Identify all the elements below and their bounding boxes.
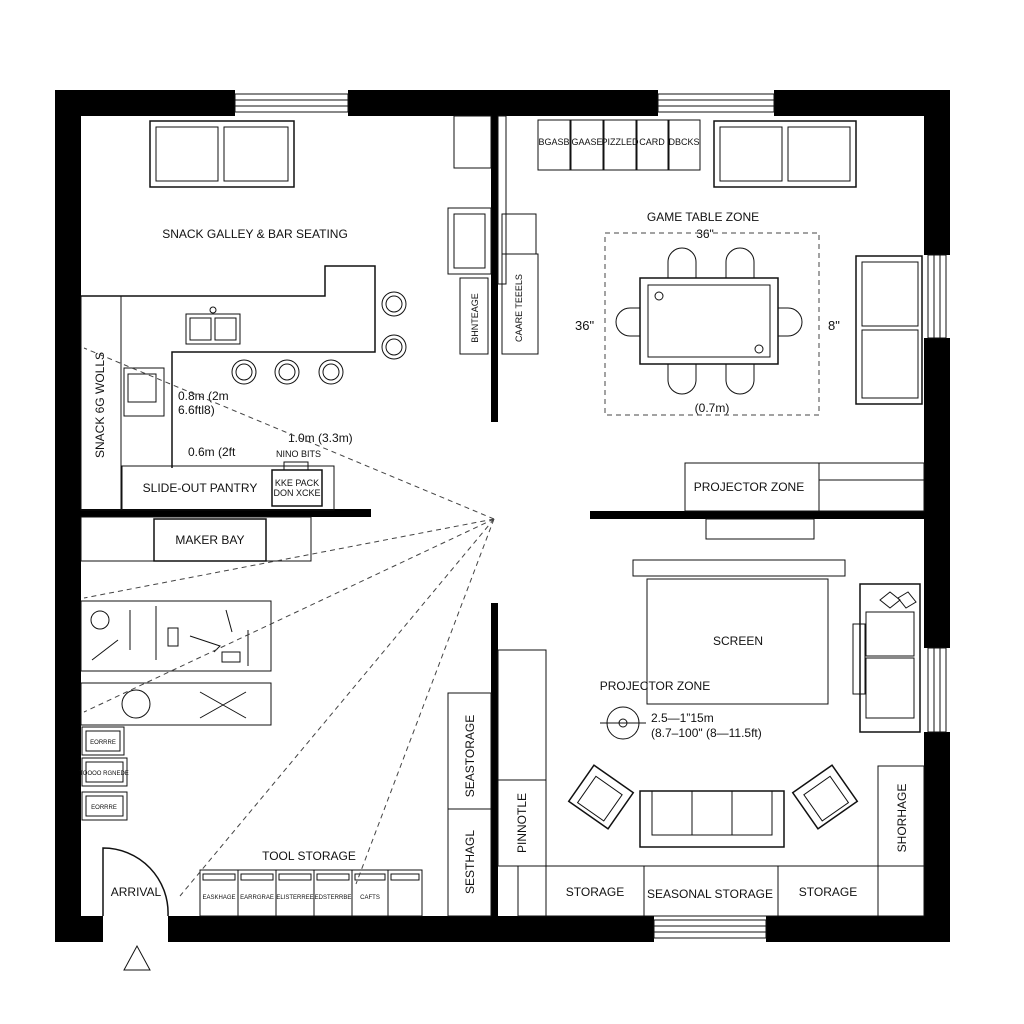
pinnacle-label: PINNOTLE bbox=[515, 793, 529, 853]
interior-walls bbox=[81, 116, 924, 916]
sofa bbox=[639, 790, 785, 848]
maker-bay-label: MAKER BAY bbox=[175, 533, 244, 547]
throw-distance-2: (8.7–100" (8—11.5ft) bbox=[651, 726, 762, 740]
game-shelves: BGASB GAASE PIZZLED CARD DBCKS bbox=[537, 119, 701, 171]
pantry-box-text-1: KKE PACK bbox=[275, 478, 319, 488]
drawer-label: EARRGRAE bbox=[240, 895, 274, 901]
drawer-label: EDSTERRBE bbox=[315, 895, 352, 901]
dim-a2: 6.6ftl8) bbox=[178, 403, 215, 417]
dim-right: 8" bbox=[828, 318, 840, 333]
drawer-label: ELISTERREE bbox=[276, 895, 313, 901]
windows bbox=[234, 93, 947, 939]
drawer-label: CAFTS bbox=[360, 895, 380, 901]
nano-bits: NINO BITS bbox=[276, 449, 321, 459]
bin-label: EORRRE bbox=[90, 740, 116, 746]
maker-bay: MAKER BAY EORRRE TOOOO RGNEDE bbox=[79, 516, 492, 971]
bottom-storage: STORAGE SEASONAL STORAGE STORAGE bbox=[517, 865, 925, 917]
media-room: SCREEN PROJECTOR ZONE 2.5—1”15m (8.7–100… bbox=[497, 518, 925, 917]
pantry-box-text-2: DON XCKE bbox=[273, 488, 320, 498]
tool-storage-label: TOOL STORAGE bbox=[262, 849, 356, 863]
game-table-zone-label: GAME TABLE ZONE bbox=[647, 210, 759, 224]
storage-right-label: STORAGE bbox=[799, 885, 857, 899]
shelf-label: PIZZLED bbox=[601, 137, 639, 147]
armchair-left bbox=[567, 764, 635, 830]
drawer-label: EASKHAGE bbox=[202, 895, 235, 901]
snack-galley: SNACK GALLEY & BAR SEATING SNACK 6G WOLL… bbox=[80, 115, 492, 511]
storage-left-label: STORAGE bbox=[566, 885, 624, 899]
projector-zone-label: PROJECTOR ZONE bbox=[600, 679, 710, 693]
dim-top: 36" bbox=[696, 227, 714, 241]
seasonal-storage-vertical-label: SEASTORAGE bbox=[463, 715, 477, 797]
slide-out-pantry-label: SLIDE-OUT PANTRY bbox=[143, 481, 258, 495]
bar-stools bbox=[231, 291, 407, 385]
entry-arrow-icon bbox=[123, 944, 151, 971]
throw-distance-1: 2.5—1”15m bbox=[651, 711, 714, 725]
dim-a1: 0.8m (2m bbox=[178, 389, 229, 403]
pegboard bbox=[80, 600, 272, 672]
tool-bins: EORRRE TOOOO RGNEDE EORRRE bbox=[79, 726, 129, 821]
tool-drawers: EASKHAGE EARRGRAE ELISTERREE EDSTERRBE C… bbox=[199, 869, 423, 917]
game-room: CAARE TEEELS BHNTEAGE BGASB GAASE PIZZLE… bbox=[459, 115, 925, 512]
bin-label: EORRRE bbox=[91, 805, 117, 811]
game-table bbox=[615, 247, 803, 395]
dim-c: 1.0m (3.3m) bbox=[288, 431, 353, 445]
bin-label: TOOOO RGNEDE bbox=[79, 771, 129, 777]
arrival-label: ARRIVAL bbox=[111, 885, 162, 899]
projector-zone-top-label: PROJECTOR ZONE bbox=[694, 480, 804, 494]
storage-right-vertical-label: SHORHAGE bbox=[895, 784, 909, 853]
screen-label: SCREEN bbox=[713, 634, 763, 648]
outer-walls bbox=[55, 90, 950, 942]
sight-lines bbox=[83, 347, 495, 897]
snack-walls-label: SNACK 6G WOLLS bbox=[93, 352, 107, 458]
shelf-label: BGASB bbox=[538, 137, 569, 147]
game-teeles-label: CAARE TEEELS bbox=[514, 274, 524, 342]
seasonal-vertical-label-2: SESTHAGL bbox=[463, 830, 477, 894]
game-bin-label: BHNTEAGE bbox=[470, 293, 480, 343]
seasonal-storage-label: SEASONAL STORAGE bbox=[647, 887, 773, 901]
armchair-right bbox=[791, 764, 859, 830]
dim-left: 36" bbox=[575, 318, 594, 333]
shelf-label: GAASE bbox=[571, 137, 602, 147]
shelf-label: DBCKS bbox=[668, 137, 699, 147]
dim-bottom: (0.7m) bbox=[695, 401, 730, 415]
shelf-label: CARD bbox=[639, 137, 665, 147]
dim-b: 0.6m (2ft bbox=[188, 445, 236, 459]
snack-galley-label: SNACK GALLEY & BAR SEATING bbox=[162, 227, 348, 241]
